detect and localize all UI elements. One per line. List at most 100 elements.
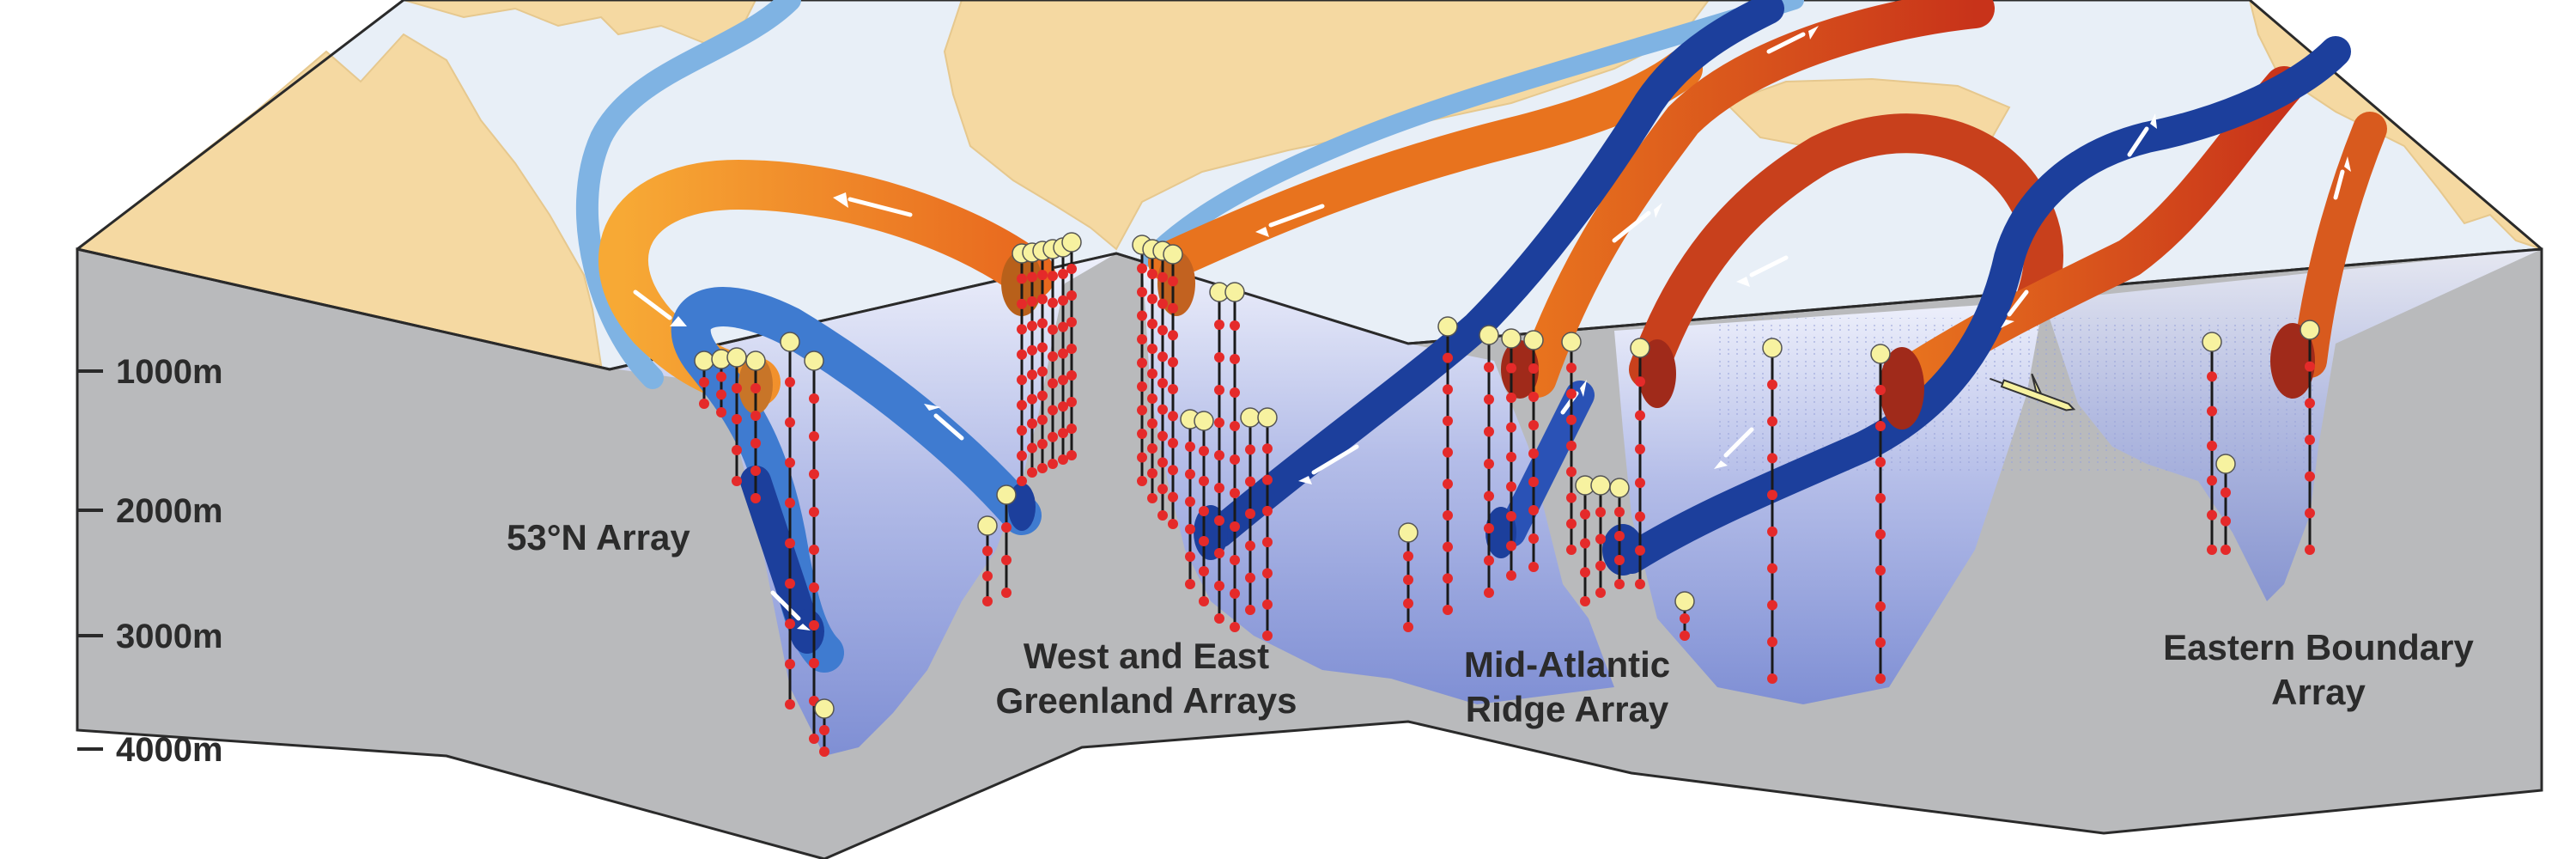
array-labels: 53°N Array West and East Greenland Array… bbox=[507, 517, 2475, 729]
mooring bbox=[2202, 332, 2222, 555]
label-greenland-line2: Greenland Arrays bbox=[996, 680, 1297, 721]
label-eastern-line2: Array bbox=[2271, 672, 2366, 712]
instrument-dot bbox=[1147, 393, 1157, 404]
instrument-dot bbox=[1566, 466, 1577, 478]
instrument-dot bbox=[1580, 509, 1590, 520]
instrument-dot bbox=[1595, 588, 1606, 598]
instrument-dot bbox=[1230, 354, 1240, 364]
instrument-dot bbox=[1157, 404, 1168, 415]
instrument-dot bbox=[1017, 450, 1027, 461]
instrument-dot bbox=[1058, 268, 1068, 279]
label-eastern-line1: Eastern Boundary bbox=[2163, 627, 2474, 667]
instrument-dot bbox=[809, 620, 819, 631]
mooring bbox=[1152, 241, 1173, 521]
arrow-icon bbox=[1766, 26, 1819, 54]
instrument-dot bbox=[1528, 420, 1539, 430]
depth-label-2000: 2000m bbox=[116, 492, 223, 530]
instrument-dot bbox=[1767, 379, 1777, 390]
mooring bbox=[1575, 475, 1595, 606]
instrument-dot bbox=[1230, 421, 1240, 431]
instrument-dot bbox=[1185, 579, 1195, 589]
instrument-dot bbox=[1245, 509, 1255, 519]
instrument-dot bbox=[809, 507, 819, 517]
instrument-dot bbox=[2305, 471, 2315, 482]
instrument-dot bbox=[1214, 613, 1224, 624]
instrument-dot bbox=[750, 466, 761, 476]
instrument-dot bbox=[1443, 605, 1453, 615]
instrument-dot bbox=[1484, 426, 1494, 437]
cross-section-deep-5 bbox=[1602, 524, 1643, 576]
instrument-dot bbox=[1875, 637, 1886, 648]
instrument-dot bbox=[1262, 599, 1273, 610]
instrument-dot bbox=[1245, 605, 1255, 615]
instrument-dot bbox=[1214, 320, 1224, 330]
instrument-dot bbox=[1017, 425, 1027, 436]
instrument-dot bbox=[1245, 476, 1255, 487]
instrument-dot bbox=[1403, 551, 1413, 562]
light-blue-current-east bbox=[1141, 0, 1804, 267]
instrument-dot bbox=[1262, 443, 1273, 454]
mooring bbox=[1674, 591, 1695, 641]
instrument-dot bbox=[1157, 457, 1168, 468]
instrument-dot bbox=[1066, 317, 1077, 327]
instrument-dot bbox=[982, 545, 993, 557]
instrument-dot bbox=[732, 476, 742, 486]
instrument-dot bbox=[1017, 273, 1027, 284]
depth-label-1000: 1000m bbox=[116, 353, 223, 391]
instrument-dot bbox=[1017, 324, 1027, 335]
mooring-float bbox=[1163, 244, 1183, 265]
instrument-dot bbox=[1875, 493, 1886, 503]
instrument-dot bbox=[809, 658, 819, 668]
mooring-float bbox=[1609, 478, 1630, 498]
instrument-dot bbox=[1875, 565, 1886, 576]
instrument-dot bbox=[1168, 519, 1178, 529]
mooring-float bbox=[1870, 344, 1891, 364]
instrument-dot bbox=[1168, 330, 1178, 341]
instrument-dot bbox=[1017, 375, 1027, 386]
light-blue-current-west bbox=[575, 0, 801, 389]
instrument-dot bbox=[1147, 294, 1157, 304]
instrument-dot bbox=[1262, 537, 1273, 548]
cross-section-eastern bbox=[2270, 323, 2315, 399]
instrument-dot bbox=[2221, 545, 2231, 555]
instrument-dot bbox=[1214, 548, 1224, 558]
arrow-icon bbox=[1298, 444, 1359, 484]
instrument-dot bbox=[1875, 601, 1886, 612]
instrument-dot bbox=[1168, 437, 1178, 448]
instrument-dot bbox=[1443, 384, 1453, 395]
mooring bbox=[2300, 320, 2320, 555]
instrument-dot bbox=[1168, 302, 1178, 314]
instrument-dot bbox=[785, 618, 795, 630]
instrument-dot bbox=[1443, 352, 1453, 363]
instrument-dot bbox=[1157, 484, 1168, 495]
mooring-float bbox=[2215, 454, 2236, 474]
mooring-float bbox=[1061, 232, 1082, 253]
instrument-dot bbox=[2207, 545, 2217, 555]
mooring bbox=[1398, 522, 1419, 632]
instrument-dot bbox=[1017, 349, 1027, 360]
instrument-dot bbox=[1168, 356, 1178, 368]
instrument-dot bbox=[1245, 572, 1255, 583]
instrument-dot bbox=[1037, 318, 1048, 329]
instrument-dot bbox=[1147, 468, 1157, 478]
instrument-dot bbox=[1230, 320, 1240, 331]
dark-blue-current-east bbox=[1497, 381, 1595, 547]
instrument-dot bbox=[1506, 570, 1516, 581]
instrument-dot bbox=[1037, 390, 1048, 401]
instrument-dot bbox=[809, 582, 819, 593]
instrument-dot bbox=[1875, 421, 1886, 431]
instrument-dot bbox=[1168, 465, 1178, 476]
instrument-dot bbox=[1403, 575, 1413, 585]
mooring bbox=[1561, 332, 1582, 555]
arrow-icon bbox=[1255, 204, 1325, 237]
instrument-dot bbox=[1185, 442, 1195, 452]
depth-label-3000: 3000m bbox=[116, 618, 223, 655]
instrument-dot bbox=[716, 389, 726, 400]
red-current-branch bbox=[1629, 113, 2063, 389]
mooring bbox=[1870, 344, 1891, 684]
instrument-dot bbox=[1037, 270, 1048, 281]
instrument-dot bbox=[1214, 450, 1224, 460]
instrument-dot bbox=[1185, 551, 1195, 562]
section-top-edge bbox=[76, 247, 2543, 371]
instrument-dot bbox=[1001, 555, 1012, 565]
